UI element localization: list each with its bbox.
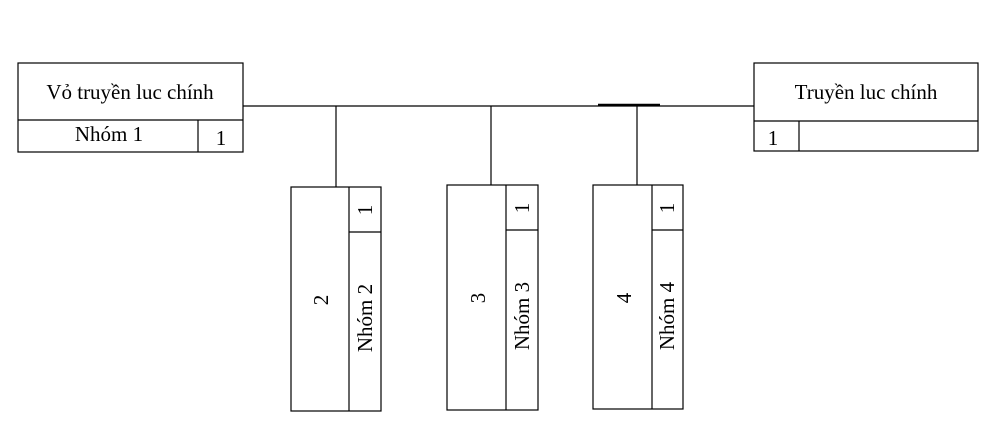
group-3-frame	[446, 184, 539, 411]
group-4-count: 1	[655, 203, 679, 214]
group-2-block: 2 Nhóm 2 1	[290, 186, 382, 412]
right-block-title: Truyền luc chính	[795, 80, 938, 104]
group-2-number: 2	[309, 295, 333, 306]
group-4-block: 4 Nhóm 4 1	[592, 184, 684, 410]
left-block-group-label: Nhóm 1	[75, 122, 143, 146]
group-2-count: 1	[353, 205, 377, 216]
left-block-frame	[17, 62, 244, 153]
left-block: Vỏ truyền luc chính Nhóm 1 1	[17, 62, 244, 153]
group-3-count: 1	[510, 203, 534, 214]
right-block-frame	[753, 62, 979, 152]
group-4-number: 4	[612, 292, 636, 303]
left-block-title: Vỏ truyền luc chính	[46, 80, 214, 104]
group-2-frame	[290, 186, 382, 412]
group-4-label: Nhóm 4	[655, 281, 679, 350]
group-3-label: Nhóm 3	[510, 282, 534, 350]
group-2-label: Nhóm 2	[353, 284, 377, 352]
group-3-number: 3	[466, 293, 490, 304]
connector-lines	[243, 103, 754, 187]
right-block: Truyền luc chính 1	[753, 62, 979, 152]
group-3-block: 3 Nhóm 3 1	[446, 184, 539, 411]
left-block-count: 1	[216, 126, 227, 150]
right-block-count: 1	[768, 126, 779, 150]
group-4-frame	[592, 184, 684, 410]
